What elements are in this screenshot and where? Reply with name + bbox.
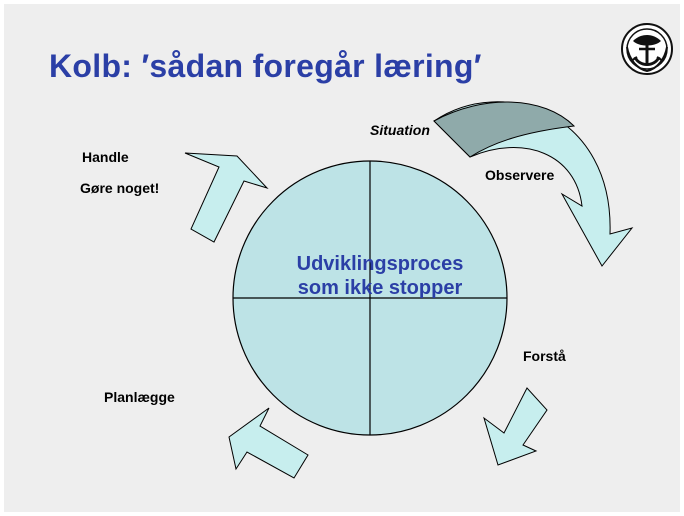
- center-text: Udviklingsproces som ikke stopper: [269, 252, 491, 300]
- anchor-emblem-icon: [621, 23, 673, 75]
- center-text-line1: Udviklingsproces: [296, 253, 464, 275]
- label-observe: Observere: [485, 167, 555, 183]
- slide-title: Kolb: ′sådan foregår læring′: [49, 48, 482, 84]
- up-left-arrow-shape: [228, 407, 309, 479]
- slide: Kolb: ′sådan foregår læring′: [4, 4, 680, 512]
- kolb-diagram: [184, 23, 673, 479]
- label-situation: Situation: [370, 122, 430, 138]
- observe-arrow: [433, 101, 634, 267]
- label-plan: Planlægge: [104, 389, 175, 405]
- down-left-arrow-shape: [483, 387, 548, 466]
- center-text-line2: som ikke stopper: [297, 277, 463, 299]
- up-right-arrow-shape: [184, 152, 269, 243]
- understand-arrow: [483, 387, 548, 466]
- label-act: Handle: [82, 149, 129, 165]
- label-understand: Forstå: [523, 348, 566, 364]
- label-do-something: Gøre noget!: [80, 180, 160, 196]
- plan-arrow: [228, 407, 309, 479]
- situation-arrow-tail: [433, 101, 576, 158]
- cycle-circle: [232, 160, 508, 436]
- act-arrow: [184, 152, 269, 243]
